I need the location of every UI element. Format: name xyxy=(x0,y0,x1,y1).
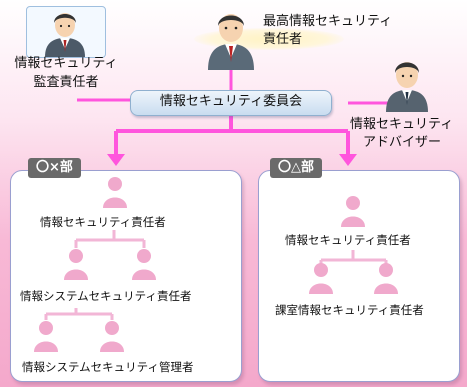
dept-a-system-officer-person-icon-2 xyxy=(132,249,156,280)
dept-b-officer-person-icon xyxy=(341,196,365,227)
dept-b-title: 〇△部 xyxy=(270,158,322,178)
advisor-title-line1: 情報セキュリティ xyxy=(350,117,454,132)
auditor-title-line2: 監査責任者 xyxy=(33,75,99,90)
auditor-avatar-icon xyxy=(45,13,85,57)
dept-b-section-person-icon xyxy=(309,263,333,294)
executive-avatar-icon xyxy=(208,14,254,70)
dept-a-system-officer: 情報システムセキュリティ責任者 xyxy=(20,289,192,303)
dept-b-section-person-icon-2 xyxy=(374,263,398,294)
dept-b-security-officer: 情報セキュリティ責任者 xyxy=(285,233,411,247)
dept-a-admin-person-icon xyxy=(34,321,58,352)
dept-a-system-officer-person-icon xyxy=(64,249,88,280)
dept-a-admin-person-icon-2 xyxy=(100,321,124,352)
dept-b-section-officer: 課室情報セキュリティ責任者 xyxy=(275,303,424,317)
dept-a-title: 〇×部 xyxy=(28,158,81,178)
advisor-title-line2: アドバイザー xyxy=(363,135,442,150)
executive-title-line2: 責任者 xyxy=(263,32,303,47)
auditor-title-line1: 情報セキュリティ xyxy=(14,56,118,71)
executive-title-line1: 最高情報セキュリティ xyxy=(263,14,393,29)
advisor-avatar-icon xyxy=(386,62,428,112)
dept-a-tree xyxy=(44,230,146,320)
dept-a-security-officer: 情報セキュリティ責任者 xyxy=(40,215,166,229)
dept-a-system-admin: 情報システムセキュリティ管理者 xyxy=(22,360,194,374)
committee-box: 情報セキュリティ委員会 xyxy=(130,90,332,116)
dept-a-officer-person-icon xyxy=(103,177,127,208)
